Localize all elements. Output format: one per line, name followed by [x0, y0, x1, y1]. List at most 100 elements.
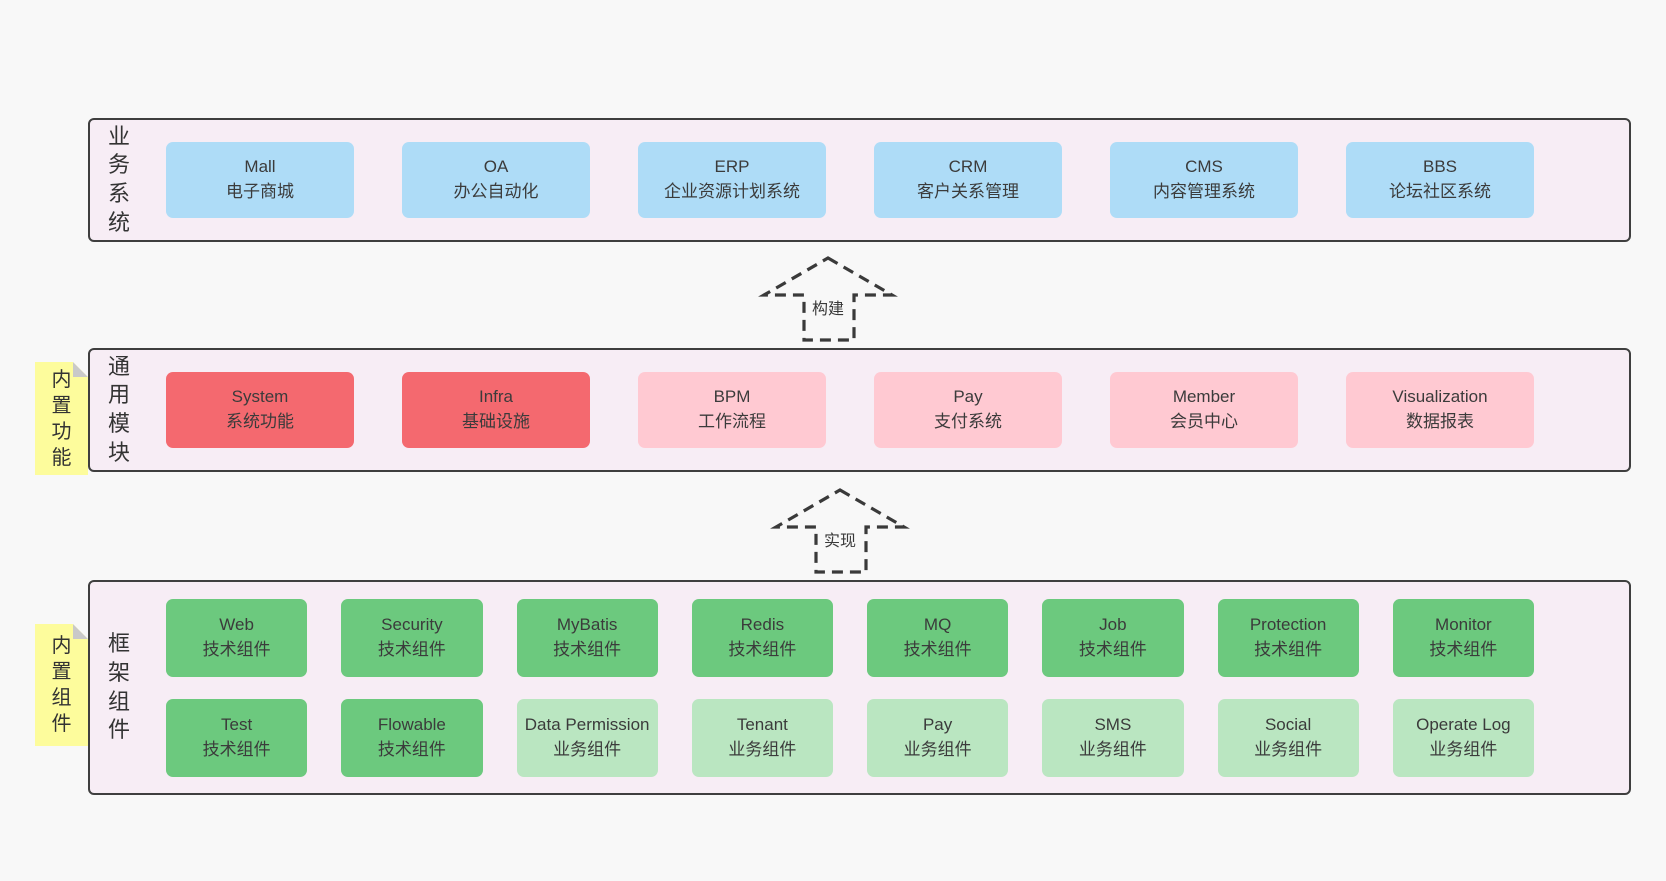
- box-visualization: Visualization 数据报表: [1346, 372, 1534, 448]
- arrow-build-label: 构建: [808, 295, 848, 319]
- box-title: System: [231, 387, 289, 407]
- box-title: Web: [219, 614, 254, 634]
- box-title: Test: [221, 714, 253, 734]
- box-subtitle: 技术组件: [553, 639, 622, 659]
- box-title: Social: [1264, 714, 1312, 734]
- box-title: Data Permission: [524, 714, 650, 734]
- box-mq: MQ 技术组件: [867, 598, 1009, 677]
- box-subtitle: 企业资源计划系统: [664, 182, 800, 201]
- box-subtitle: 业务组件: [903, 739, 972, 759]
- box-bpm: BPM 工作流程: [638, 372, 826, 448]
- box-web: Web 技术组件: [166, 598, 308, 677]
- component-rows: Web 技术组件 Security 技术组件 MyBatis 技术组件 Redi…: [166, 598, 1534, 777]
- box-subtitle: 技术组件: [903, 639, 972, 659]
- arrow-implement: 实现: [770, 487, 910, 575]
- box-subtitle: 支付系统: [934, 412, 1002, 431]
- box-title: OA: [483, 157, 509, 177]
- box-pay-module: Pay 支付系统: [874, 372, 1062, 448]
- box-title: MQ: [923, 614, 952, 634]
- box-title: Flowable: [377, 714, 446, 734]
- box-title: Job: [1099, 614, 1127, 634]
- box-erp: ERP 企业资源计划系统: [638, 142, 826, 218]
- box-title: CMS: [1185, 157, 1223, 177]
- box-pay-component: Pay 业务组件: [867, 698, 1009, 777]
- box-subtitle: 工作流程: [698, 412, 766, 431]
- band-label-business-systems: 业务系统: [107, 123, 130, 235]
- band-label-framework-components: 框架组件: [107, 631, 130, 743]
- box-title: Protection: [1249, 614, 1327, 634]
- box-protection: Protection 技术组件: [1217, 598, 1359, 677]
- box-subtitle: 技术组件: [377, 739, 446, 759]
- box-cms: CMS 内容管理系统: [1110, 142, 1298, 218]
- sticky-note-text: 内置组件: [51, 635, 72, 735]
- box-title: Pay: [922, 714, 953, 734]
- box-infra: Infra 基础设施: [402, 372, 590, 448]
- band-common-modules: 通用模块 System 系统功能 Infra 基础设施 BPM 工作流程 Pay…: [88, 348, 1631, 472]
- box-subtitle: 业务组件: [1078, 739, 1147, 759]
- box-subtitle: 电子商城: [226, 182, 294, 201]
- arrow-implement-label: 实现: [820, 527, 860, 551]
- box-title: CRM: [948, 157, 988, 177]
- box-oa: OA 办公自动化: [402, 142, 590, 218]
- box-subtitle: 技术组件: [1429, 639, 1498, 659]
- box-subtitle: 基础设施: [462, 412, 530, 431]
- sticky-note-text: 内置功能: [51, 368, 72, 469]
- box-mybatis: MyBatis 技术组件: [516, 598, 658, 677]
- box-subtitle: 业务组件: [728, 739, 797, 759]
- box-subtitle: 客户关系管理: [917, 182, 1019, 201]
- box-data-permission: Data Permission 业务组件: [516, 698, 658, 777]
- box-tenant: Tenant 业务组件: [691, 698, 833, 777]
- box-subtitle: 论坛社区系统: [1389, 182, 1491, 201]
- box-title: MyBatis: [556, 614, 618, 634]
- box-title: Mall: [244, 157, 276, 177]
- box-bbs: BBS 论坛社区系统: [1346, 142, 1534, 218]
- box-title: Monitor: [1435, 614, 1492, 634]
- box-title: Redis: [740, 614, 785, 634]
- box-subtitle: 技术组件: [202, 739, 271, 759]
- up-arrow-icon: [770, 488, 910, 574]
- box-title: Infra: [478, 387, 514, 407]
- box-operate-log: Operate Log 业务组件: [1392, 698, 1534, 777]
- up-arrow-icon: [758, 256, 898, 342]
- box-subtitle: 业务组件: [553, 739, 622, 759]
- box-subtitle: 会员中心: [1170, 412, 1238, 431]
- box-subtitle: 办公自动化: [453, 182, 539, 201]
- sticky-fold-corner: [73, 362, 88, 377]
- box-title: Visualization: [1392, 387, 1488, 407]
- band-label-common-modules: 通用模块: [107, 353, 130, 465]
- module-boxes-row: System 系统功能 Infra 基础设施 BPM 工作流程 Pay 支付系统…: [166, 372, 1534, 448]
- box-monitor: Monitor 技术组件: [1392, 598, 1534, 677]
- box-flowable: Flowable 技术组件: [341, 698, 483, 777]
- box-security: Security 技术组件: [341, 598, 483, 677]
- box-title: ERP: [714, 157, 750, 177]
- box-subtitle: 技术组件: [202, 639, 271, 659]
- box-mall: Mall 电子商城: [166, 142, 354, 218]
- box-subtitle: 技术组件: [1254, 639, 1323, 659]
- box-subtitle: 内容管理系统: [1153, 182, 1255, 201]
- business-boxes-row: Mall 电子商城 OA 办公自动化 ERP 企业资源计划系统 CRM 客户关系…: [166, 142, 1534, 218]
- box-subtitle: 技术组件: [728, 639, 797, 659]
- box-subtitle: 技术组件: [1078, 639, 1147, 659]
- box-redis: Redis 技术组件: [691, 598, 833, 677]
- sticky-note-built-in-features: 内置功能: [35, 362, 88, 475]
- box-test: Test 技术组件: [166, 698, 308, 777]
- component-row-1: Web 技术组件 Security 技术组件 MyBatis 技术组件 Redi…: [166, 598, 1534, 677]
- arrow-build: 构建: [758, 255, 898, 343]
- box-title: Member: [1172, 387, 1236, 407]
- box-title: Pay: [953, 387, 983, 407]
- band-framework-components: 框架组件 Web 技术组件 Security 技术组件 MyBatis 技术组件…: [88, 580, 1631, 795]
- box-title: Security: [381, 614, 443, 634]
- box-member: Member 会员中心: [1110, 372, 1298, 448]
- box-title: Operate Log: [1416, 714, 1511, 734]
- box-title: Tenant: [736, 714, 788, 734]
- box-social: Social 业务组件: [1217, 698, 1359, 777]
- box-job: Job 技术组件: [1042, 598, 1184, 677]
- box-subtitle: 数据报表: [1406, 412, 1474, 431]
- box-sms: SMS 业务组件: [1042, 698, 1184, 777]
- box-system: System 系统功能: [166, 372, 354, 448]
- box-title: BBS: [1422, 157, 1458, 177]
- box-crm: CRM 客户关系管理: [874, 142, 1062, 218]
- box-title: BPM: [713, 387, 751, 407]
- box-subtitle: 业务组件: [1429, 739, 1498, 759]
- sticky-note-built-in-components: 内置组件: [35, 624, 88, 746]
